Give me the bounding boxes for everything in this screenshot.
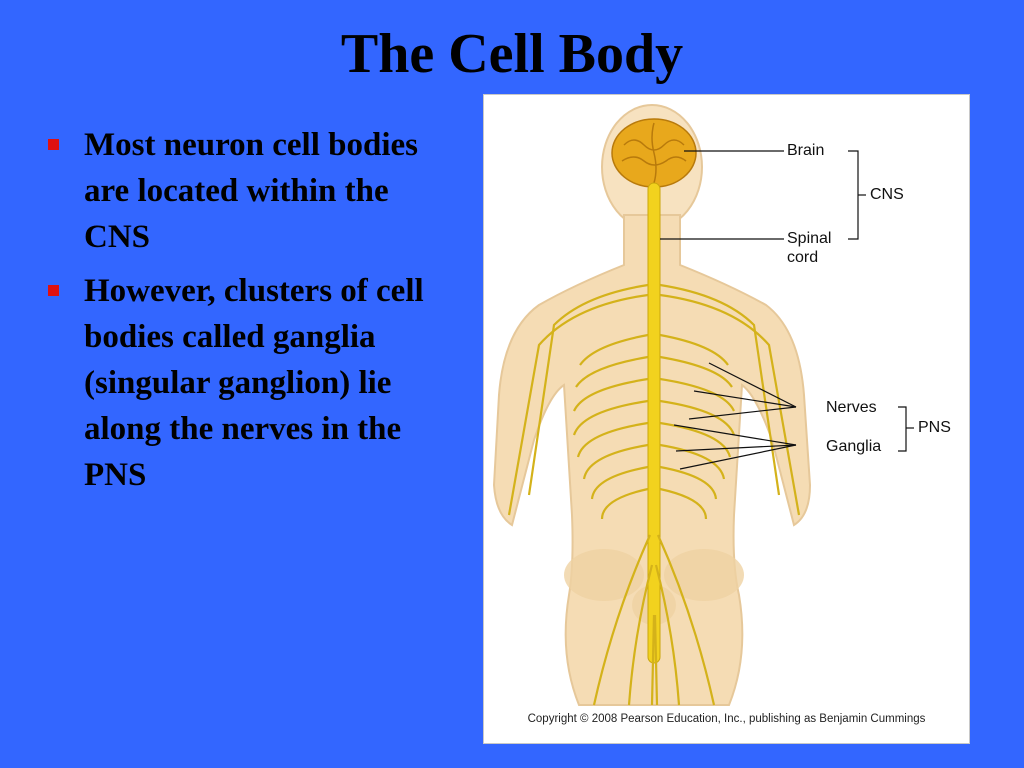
peripheral-nerves bbox=[507, 283, 801, 706]
bullet-item: However, clusters of cell bodies called … bbox=[44, 268, 444, 498]
square-bullet-icon bbox=[48, 285, 59, 296]
bullet-item: Most neuron cell bodies are located with… bbox=[44, 122, 444, 260]
nerves-label: Nerves bbox=[826, 399, 877, 416]
brain-label: Brain bbox=[787, 142, 825, 159]
square-bullet-icon bbox=[48, 139, 59, 150]
bullet-text: However, clusters of cell bodies called … bbox=[84, 273, 424, 493]
leader-lines bbox=[660, 150, 914, 470]
nervous-system-illustration bbox=[492, 104, 914, 706]
spinal-cord bbox=[647, 182, 661, 664]
pns-label: PNS bbox=[918, 419, 951, 436]
nervous-system-figure: Brain Spinal cord CNS Nerves Ganglia PNS… bbox=[483, 94, 970, 744]
spinal-cord-label-line2: cord bbox=[787, 249, 819, 266]
brain-icon bbox=[611, 118, 697, 188]
bullet-text: Most neuron cell bodies are located with… bbox=[84, 127, 418, 255]
cns-label: CNS bbox=[870, 186, 904, 203]
slide-title: The Cell Body bbox=[340, 23, 684, 85]
spinal-cord-label-line1: Spinal bbox=[787, 230, 832, 247]
bullet-list: Most neuron cell bodies are located with… bbox=[44, 122, 444, 506]
ganglia-label: Ganglia bbox=[826, 438, 882, 455]
copyright-text: Copyright © 2008 Pearson Education, Inc.… bbox=[527, 713, 926, 725]
